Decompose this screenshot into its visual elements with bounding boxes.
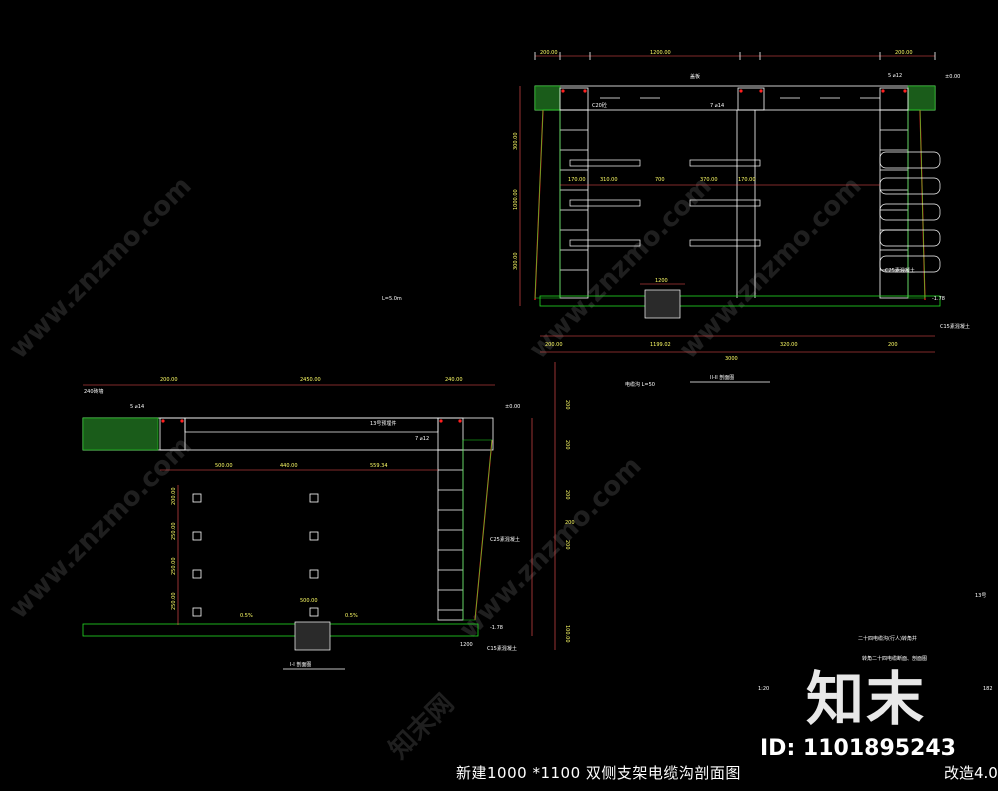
right-cable-brackets — [689, 159, 761, 247]
legend-title-2: 转角二十四电缆断面、剖面图 — [862, 655, 927, 662]
corner-note: 13号 — [975, 593, 986, 599]
right-beam — [879, 87, 909, 111]
section-top-caption: II-II 剖面图 — [710, 374, 734, 381]
legend-title-1: 二十四电缆沟(行人)转角井 — [858, 635, 917, 642]
section-top: 200.00 1200.00 200.00 — [382, 50, 970, 388]
b-embed-plates — [192, 493, 319, 617]
bracket-dim-3: 700 — [655, 177, 665, 183]
left-wall-courses — [560, 129, 588, 271]
left-vdim-2: 1000.00 — [513, 189, 519, 210]
total-dim-label: 3000 — [725, 356, 738, 362]
b-right-vdim-4: 200 — [564, 540, 570, 550]
left-vdim-1: 300.00 — [513, 133, 519, 151]
top-main-dim: 1200.00 — [650, 50, 671, 56]
base-slab — [539, 295, 941, 307]
b-right-vdim-3: 200 — [564, 490, 570, 500]
note-c15: C15素混凝土 — [940, 323, 970, 330]
b-left-beam — [159, 417, 186, 451]
bracket-dim-5: 170.00 — [738, 177, 756, 183]
legend-scale-left: 1:20 — [758, 686, 769, 692]
soil-right — [907, 85, 936, 111]
left-cable-brackets — [569, 159, 641, 247]
b-right-vdim-5: 100.00 — [564, 625, 570, 643]
b-note-c15: C15素混凝土 — [487, 645, 517, 652]
pit-dim-label: 1200 — [655, 278, 668, 284]
title-block: 13号 二十四电缆沟(行人)转角井 转角二十四电缆断面、剖面图 1:20 182 — [758, 593, 993, 692]
b-side-label: 1200 — [460, 642, 473, 648]
b-right-vdim-2: 200 — [564, 440, 570, 450]
note-rebar-b: 7 ⌀14 — [710, 103, 724, 109]
length-note: L=5.0m — [382, 296, 402, 302]
top-left-dim: 200.00 — [540, 50, 558, 56]
left-backfill — [534, 109, 561, 299]
bracket-dim-4: 370.00 — [700, 177, 718, 183]
b-left-vdim-2: 250.00 — [171, 523, 177, 541]
b-top-level: ±0.00 — [505, 404, 520, 410]
brand-logo: 知末 — [806, 665, 927, 733]
section-bottom: 200.00 2450.00 240.00 — [82, 362, 575, 670]
soil-left — [534, 85, 561, 111]
top-dim-ticks — [534, 52, 936, 60]
bracket-dim-1: 170.00 — [568, 177, 586, 183]
b-note-wall: 240砖墙 — [84, 388, 104, 395]
b-note-rebar-b: 7 ⌀12 — [415, 436, 429, 442]
b-bottom-level: -1.78 — [490, 625, 503, 631]
b-slab-top — [184, 417, 439, 433]
bottom-level-label: -1.78 — [932, 296, 945, 302]
b-right-wall-courses — [438, 469, 463, 611]
bottom-dim-1: 200.00 — [545, 342, 563, 348]
drawing-title: 新建1000 *1100 双侧支架电缆沟剖面图 — [456, 764, 741, 782]
b-pit-width: 500.00 — [300, 598, 318, 604]
b-base-slab — [82, 623, 479, 637]
b-note-rebar-a: 5 ⌀14 — [130, 404, 144, 410]
b-left-vdim-4: 250.00 — [171, 593, 177, 611]
b-top-dim-2: 2450.00 — [300, 377, 321, 383]
legend-scale-right: 182 — [983, 686, 993, 692]
section-bottom-caption: I-I 剖面图 — [290, 661, 311, 668]
b-spacing-3: 559.34 — [370, 463, 388, 469]
mid-beam — [737, 87, 765, 111]
b-spacing-1: 500.00 — [215, 463, 233, 469]
b-note-embed: 13号预埋件 — [370, 420, 396, 427]
b-top-dim-1: 200.00 — [160, 377, 178, 383]
right-wall-cable-pipes — [879, 151, 941, 273]
b-soil-left — [82, 417, 159, 451]
right-backfill — [907, 109, 926, 299]
b-left-vdim-3: 250.00 — [171, 558, 177, 576]
resource-id: ID: 1101895243 — [760, 736, 956, 761]
drain-pit — [644, 289, 681, 319]
bottom-dim-3: 320.00 — [780, 342, 798, 348]
top-right-dim: 200.00 — [895, 50, 913, 56]
note-rebar-a: 5 ⌀12 — [888, 73, 902, 79]
note-concrete: C20砼 — [592, 102, 607, 109]
bottom-dim-4: 200 — [888, 342, 898, 348]
b-slope-left: 0.5% — [240, 613, 253, 619]
b-note-c25: C25素混凝土 — [490, 536, 520, 543]
b-top-dim-3: 240.00 — [445, 377, 463, 383]
bottom-dim-2: 1199.02 — [650, 342, 671, 348]
bracket-dim-2: 310.00 — [600, 177, 618, 183]
note-cover: 盖板 — [690, 73, 700, 80]
b-drain-pit — [294, 621, 331, 651]
b-right-vdim-side: 200 — [565, 520, 575, 526]
b-right-vdim-1: 200 — [564, 400, 570, 410]
left-vdim-3: 300.00 — [513, 253, 519, 271]
b-right-backfill — [462, 439, 493, 621]
b-left-vdim-1: 200.00 — [171, 488, 177, 506]
left-beam — [559, 87, 589, 111]
scale-note: 电缆沟 L=50 — [625, 381, 655, 388]
b-slope-right: 0.5% — [345, 613, 358, 619]
note-c25: C25素混凝土 — [885, 267, 915, 274]
b-spacing-2: 440.00 — [280, 463, 298, 469]
top-level-label: ±0.00 — [945, 74, 960, 80]
drawing-title-suffix: 改造4.0 — [944, 764, 998, 782]
